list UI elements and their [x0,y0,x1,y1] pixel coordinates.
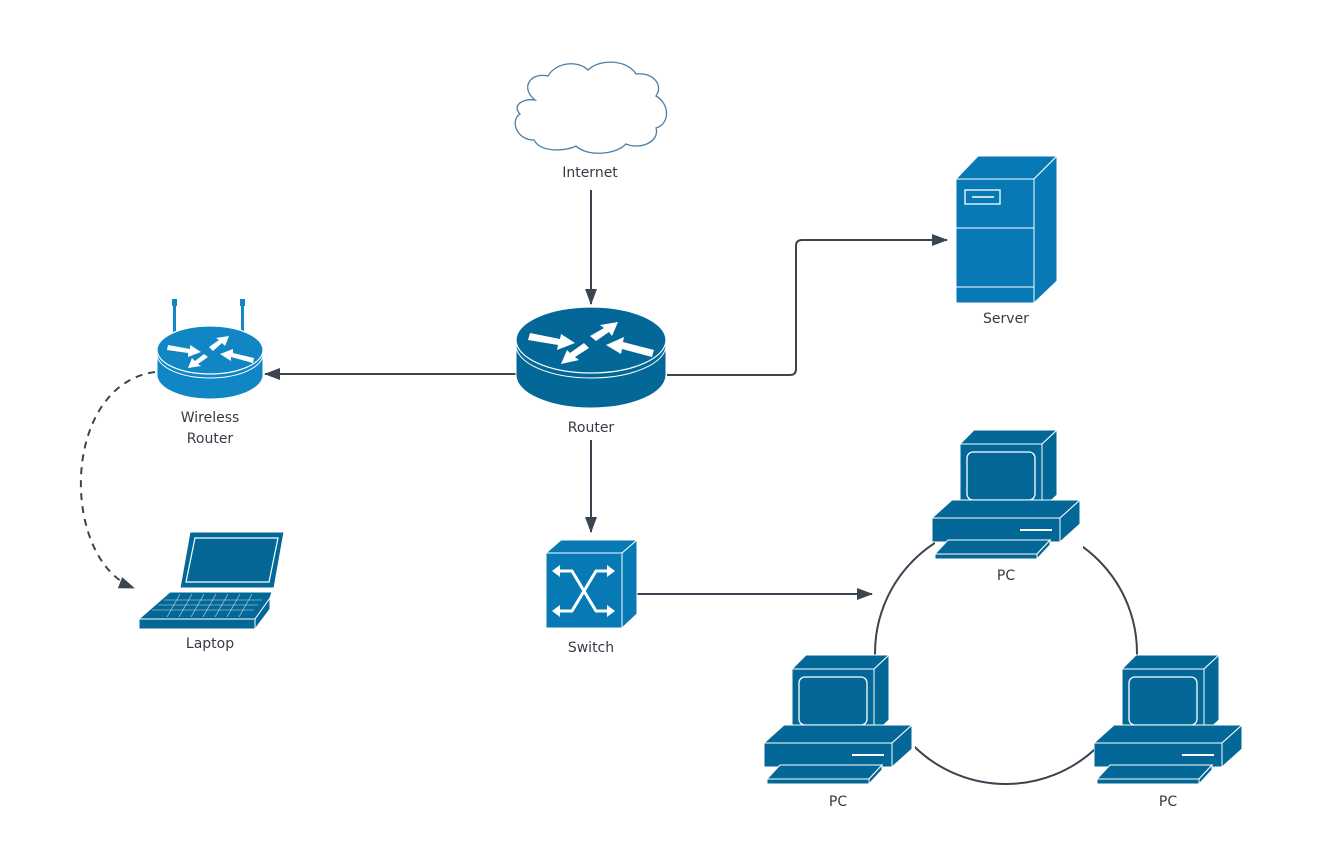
node-label: Internet [562,165,618,181]
node-label: Switch [568,640,614,656]
node-label-line1: Wireless [181,410,240,426]
node-router[interactable]: Router [515,306,667,436]
laptop-icon [137,531,285,631]
node-server[interactable]: Server [954,154,1059,327]
edge-wireless-router-laptop[interactable] [79,371,156,589]
server-icon [954,154,1059,305]
node-label: PC [997,568,1015,584]
node-pc-left[interactable]: PC [764,654,915,810]
wireless-router-icon [156,299,264,400]
cloud-icon [514,61,668,154]
node-label: Laptop [186,636,234,652]
node-laptop[interactable]: Laptop [137,531,285,652]
node-internet[interactable]: Internet [514,61,668,181]
node-pc-top[interactable]: PC [932,429,1083,584]
node-label-line2: Router [187,431,234,447]
node-wireless-router[interactable]: Wireless Router [156,299,264,447]
router-icon [515,306,667,409]
edge-router-server[interactable] [667,234,948,376]
node-label: PC [829,794,847,810]
node-label: Router [568,420,615,436]
node-label: PC [1159,794,1177,810]
node-label: Server [983,311,1029,327]
switch-icon [544,538,639,630]
node-switch[interactable]: Switch [544,538,639,656]
node-pc-right[interactable]: PC [1094,654,1245,810]
